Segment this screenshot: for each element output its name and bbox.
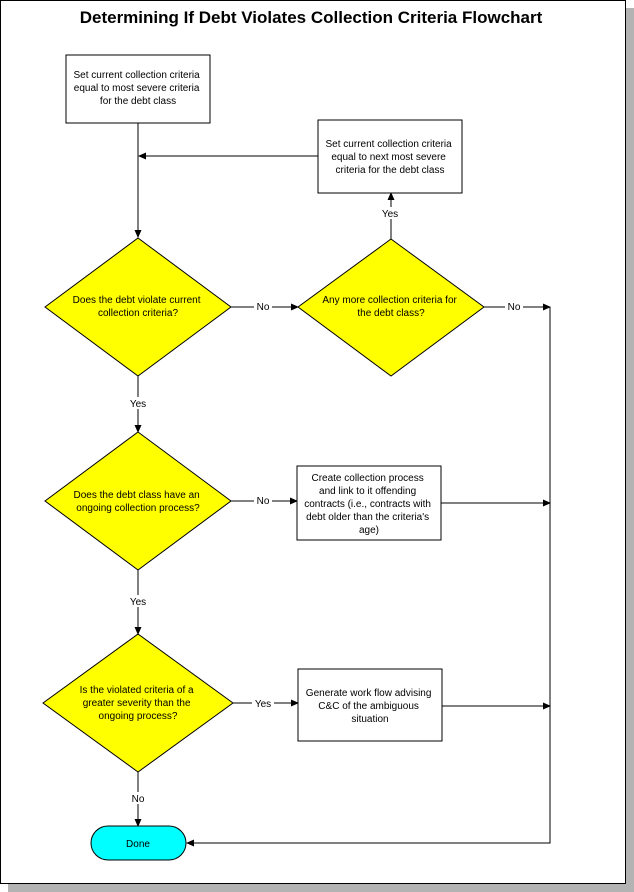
label-violates-no: No — [254, 300, 272, 313]
label-severity-no: No — [129, 792, 147, 805]
decision-violates-criteria: Does the debt violate current collection… — [44, 237, 232, 377]
node-set-next-severe: Set current collection criteria equal to… — [317, 119, 463, 194]
node-create-process: Create collection process and link to it… — [296, 465, 442, 541]
chart-title: Determining If Debt Violates Collection … — [80, 8, 543, 27]
label-ongoing-yes: Yes — [127, 595, 149, 608]
svg-text:Generate work flow advising: Generate work flow advising C&C of the a… — [306, 688, 434, 725]
svg-text:Does the debt class have an: Does the debt class have an ongoing coll… — [74, 490, 203, 514]
page — [0, 0, 626, 884]
label-more-yes: Yes — [379, 207, 401, 220]
label-more-no: No — [505, 300, 523, 313]
svg-text:Yes: Yes — [130, 399, 146, 410]
label-ongoing-no: No — [254, 494, 272, 507]
svg-text:Yes: Yes — [255, 699, 271, 710]
svg-text:Any more collection criteria f: Any more collection criteria for the deb… — [322, 295, 459, 319]
edge-rail-to-done — [186, 307, 551, 847]
svg-text:Yes: Yes — [130, 597, 146, 608]
svg-text:No: No — [132, 794, 145, 805]
node-generate-workflow: Generate work flow advising C&C of the a… — [297, 668, 443, 742]
svg-text:No: No — [257, 496, 270, 507]
decision-more-criteria: Any more collection criteria for the deb… — [297, 238, 485, 377]
svg-text:No: No — [508, 302, 521, 313]
decision-greater-severity: Is the violated criteria of a greater se… — [42, 633, 234, 773]
svg-text:Does the debt violate current: Does the debt violate current collection… — [73, 295, 204, 319]
terminal-done: Done — [90, 825, 187, 861]
label-violates-yes: Yes — [127, 397, 149, 410]
decision-ongoing-process: Does the debt class have an ongoing coll… — [44, 431, 232, 571]
svg-text:No: No — [257, 302, 270, 313]
svg-text:Set current collection criteri: Set current collection criteria equal to… — [74, 70, 203, 107]
svg-text:Yes: Yes — [382, 209, 398, 220]
svg-text:Is the violated criteria of a: Is the violated criteria of a greater se… — [80, 685, 197, 722]
label-severity-yes: Yes — [252, 697, 274, 710]
svg-text:Set current collection criteri: Set current collection criteria equal to… — [326, 139, 455, 176]
svg-text:Done: Done — [126, 839, 150, 850]
svg-text:Create collection process: Create collection process and link to it… — [304, 473, 434, 536]
node-set-most-severe: Set current collection criteria equal to… — [65, 54, 211, 124]
